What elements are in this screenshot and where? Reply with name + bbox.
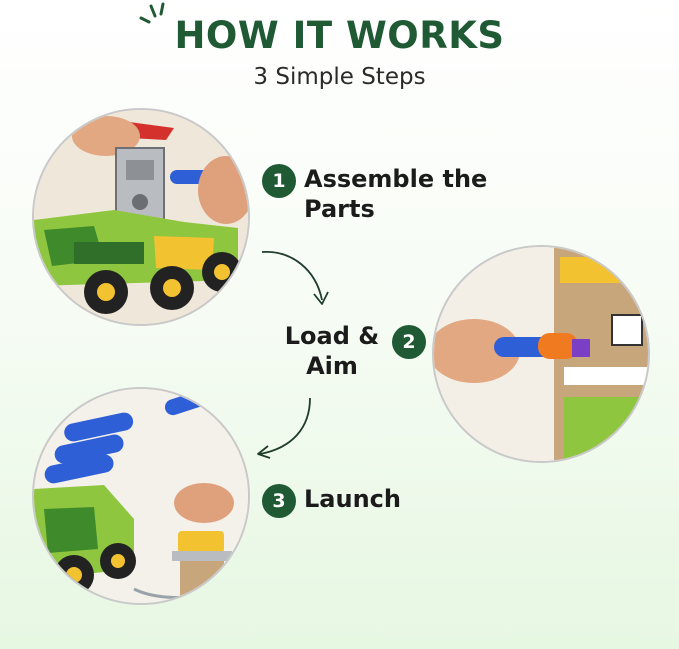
step-number-badge: 3 — [262, 484, 296, 518]
step-2: Load & Aim 2 — [280, 321, 426, 381]
curved-arrow-icon — [257, 397, 311, 459]
step-1: 1 Assemble the Parts — [262, 164, 514, 224]
step-number-badge: 1 — [262, 164, 296, 198]
step-number-badge: 2 — [392, 325, 426, 359]
page-title: HOW IT WORKS — [174, 14, 505, 57]
assemble-photo — [32, 108, 250, 326]
page-subtitle: 3 Simple Steps — [253, 64, 426, 90]
spark-lines-icon — [139, 2, 165, 24]
launch-photo — [32, 387, 250, 605]
step-label: Load & Aim — [284, 322, 380, 380]
step-label: Assemble the Parts — [304, 165, 488, 223]
curved-arrow-icon — [261, 251, 329, 305]
step-3: 3 Launch — [262, 484, 401, 518]
step-label: Launch — [304, 485, 401, 513]
load-aim-photo — [432, 245, 650, 463]
